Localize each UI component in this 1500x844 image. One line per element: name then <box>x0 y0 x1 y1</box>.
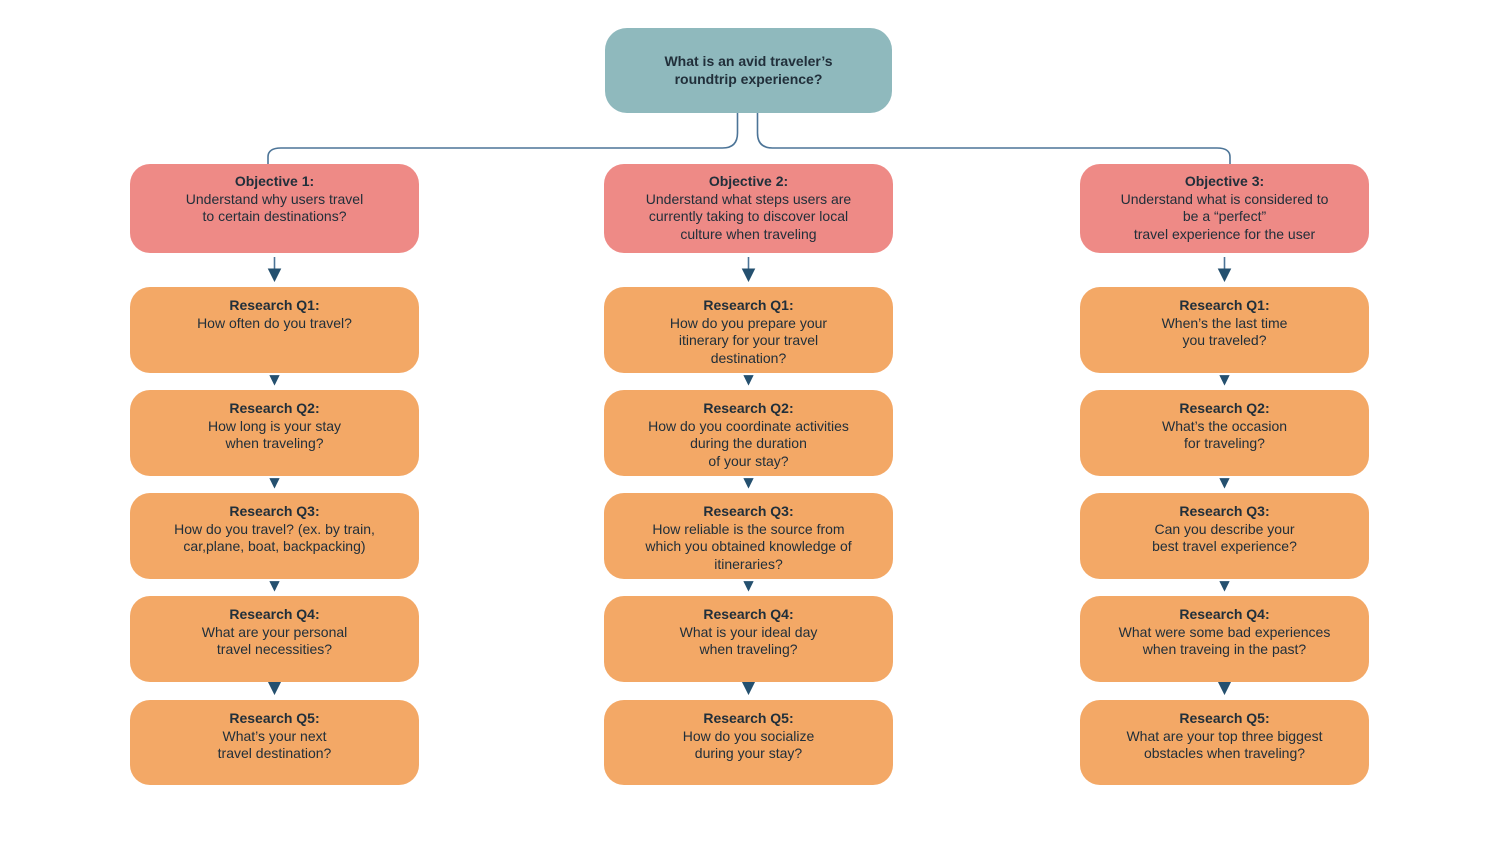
node-body: How do you travel? (ex. by train, car,pl… <box>174 520 375 555</box>
node-title: Research Q3: <box>1179 503 1270 519</box>
node-body: How reliable is the source from which yo… <box>645 520 852 572</box>
research-question-node: Research Q5: How do you socialize during… <box>604 700 893 785</box>
node-body: What were some bad experiences when trav… <box>1118 623 1331 658</box>
node-body: What’s your next travel destination? <box>217 727 332 762</box>
node-title: Research Q3: <box>703 503 794 519</box>
research-question-node: Research Q1: How often do you travel? <box>130 287 419 373</box>
node-title: Research Q5: <box>703 710 794 726</box>
node-title: Research Q1: <box>703 297 794 313</box>
node-body: How often do you travel? <box>197 314 352 331</box>
root-question-title: What is an avid traveler’s roundtrip exp… <box>664 53 833 87</box>
research-question-node: Research Q2: How long is your stay when … <box>130 390 419 476</box>
research-question-node: Research Q2: What’s the occasion for tra… <box>1080 390 1369 476</box>
node-title: Research Q4: <box>1179 606 1270 622</box>
research-question-node: Research Q5: What’s your next travel des… <box>130 700 419 785</box>
node-body: How do you socialize during your stay? <box>682 727 815 762</box>
node-title: Research Q4: <box>703 606 794 622</box>
node-body: How do you coordinate activities during … <box>648 417 849 469</box>
research-question-node: Research Q4: What were some bad experien… <box>1080 596 1369 682</box>
node-body: How do you prepare your itinerary for yo… <box>669 314 828 366</box>
node-body: How long is your stay when traveling? <box>207 417 342 452</box>
objective-2-node: Objective 2: Understand what steps users… <box>604 164 893 253</box>
node-title: Research Q2: <box>1179 400 1270 416</box>
research-question-node: Research Q1: How do you prepare your iti… <box>604 287 893 373</box>
research-question-node: Research Q4: What are your personal trav… <box>130 596 419 682</box>
fork-left-connector <box>267 113 739 164</box>
node-title: Research Q3: <box>229 503 320 519</box>
node-title: Research Q5: <box>1179 710 1270 726</box>
node-title: Research Q2: <box>229 400 320 416</box>
objective-3-node: Objective 3: Understand what is consider… <box>1080 164 1369 253</box>
node-body: What is your ideal day when traveling? <box>679 623 818 658</box>
node-title: Objective 3: <box>1184 173 1265 189</box>
node-body: When’s the last time you traveled? <box>1161 314 1288 349</box>
node-title: Research Q1: <box>1179 297 1270 313</box>
research-question-node: Research Q5: What are your top three big… <box>1080 700 1369 785</box>
node-body: What are your personal travel necessitie… <box>201 623 348 658</box>
research-question-node: Research Q1: When’s the last time you tr… <box>1080 287 1369 373</box>
root-question-node: What is an avid traveler’s roundtrip exp… <box>605 28 892 113</box>
node-body: What are your top three biggest obstacle… <box>1126 727 1323 762</box>
node-title: Research Q4: <box>229 606 320 622</box>
objective-1-node: Objective 1: Understand why users travel… <box>130 164 419 253</box>
research-question-node: Research Q2: How do you coordinate activ… <box>604 390 893 476</box>
research-question-node: Research Q3: How reliable is the source … <box>604 493 893 579</box>
research-question-node: Research Q3: How do you travel? (ex. by … <box>130 493 419 579</box>
node-title: Objective 2: <box>708 173 789 189</box>
node-body: What’s the occasion for traveling? <box>1161 417 1288 452</box>
node-body: Understand why users travel to certain d… <box>185 190 364 225</box>
fork-right-connector <box>756 113 1231 164</box>
node-title: Research Q5: <box>229 710 320 726</box>
node-title: Research Q2: <box>703 400 794 416</box>
node-title: Research Q1: <box>229 297 320 313</box>
node-body: Can you describe your best travel experi… <box>1152 520 1297 555</box>
node-body: Understand what is considered to be a “p… <box>1120 190 1329 242</box>
research-question-node: Research Q3: Can you describe your best … <box>1080 493 1369 579</box>
node-title: Objective 1: <box>234 173 315 189</box>
node-body: Understand what steps users are currentl… <box>645 190 852 242</box>
research-question-node: Research Q4: What is your ideal day when… <box>604 596 893 682</box>
